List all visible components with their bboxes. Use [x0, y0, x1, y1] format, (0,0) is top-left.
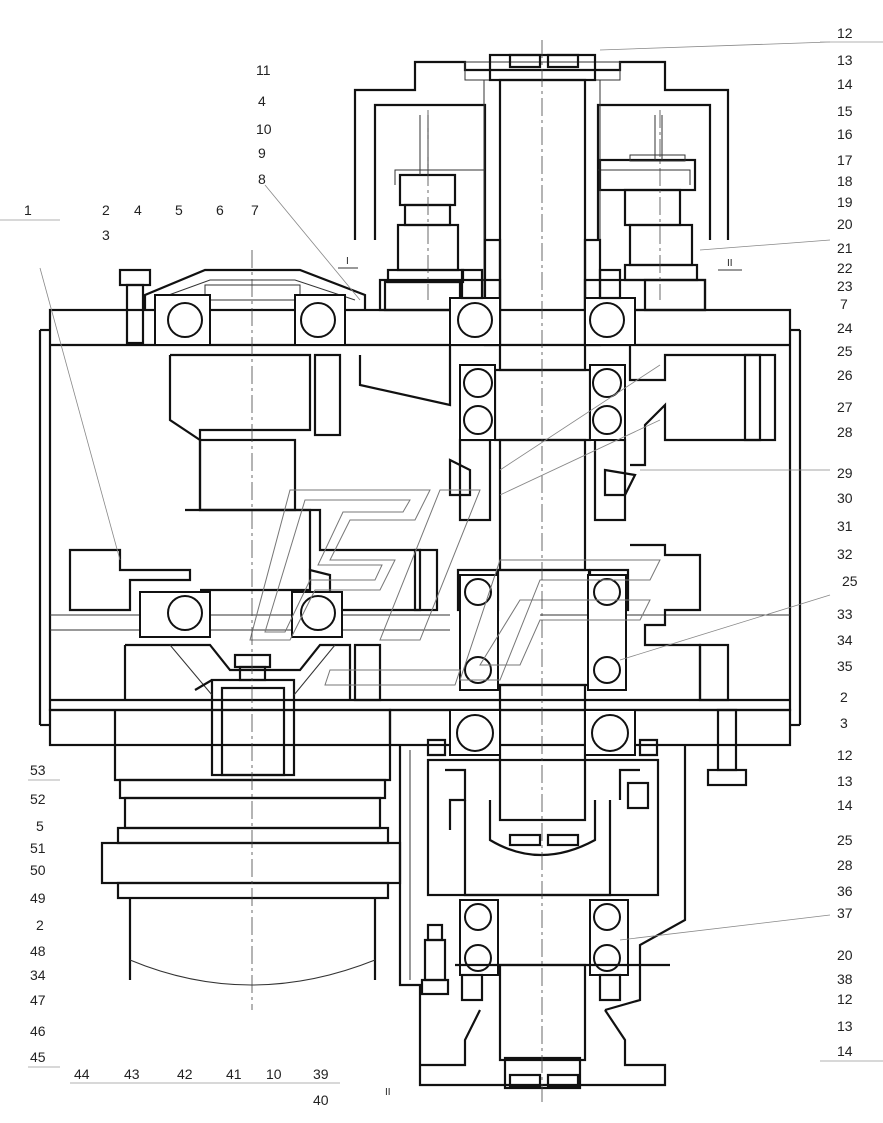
- callout-label: 39: [313, 1066, 329, 1082]
- callout-label: 20: [837, 216, 853, 232]
- callout-label: 36: [837, 883, 853, 899]
- callout-label: 25: [842, 573, 858, 589]
- housing-bolt-right: [706, 708, 748, 787]
- callout-label: 42: [177, 1066, 193, 1082]
- callout-label: 5: [175, 202, 183, 218]
- callout-label: 23: [837, 278, 853, 294]
- callout-label: 2: [36, 917, 44, 933]
- callout-label: 12: [837, 991, 853, 1007]
- callout-label: 14: [837, 797, 853, 813]
- gearbox-housing: [38, 308, 802, 747]
- callout-label: 9: [258, 145, 266, 161]
- coupling-hub: [169, 644, 336, 777]
- callout-label: 22: [837, 260, 853, 276]
- callout-label: 12: [837, 25, 853, 41]
- callout-label: 33: [837, 606, 853, 622]
- callout-label: 4: [134, 202, 142, 218]
- callout-label: 11: [256, 62, 271, 78]
- callout-label: 14: [837, 1043, 853, 1059]
- breather-plug: [420, 923, 450, 996]
- callouts-right: 12 13 14 15 16 17 18 19 20 21 22 23 7 24…: [837, 25, 858, 1059]
- callout-label: 47: [30, 992, 46, 1008]
- callout-label: 3: [840, 715, 848, 731]
- callouts-top: 11 4 10 9 8: [256, 62, 272, 187]
- callout-label: 10: [266, 1066, 282, 1082]
- left-gear-wheel: [68, 353, 439, 612]
- callout-label: 7: [251, 202, 259, 218]
- callout-label: 31: [837, 518, 853, 534]
- callout-label: 6: [216, 202, 224, 218]
- callout-label: 32: [837, 546, 853, 562]
- callout-label: 21: [837, 240, 853, 256]
- callout-label: 12: [837, 747, 853, 763]
- callout-label: 43: [124, 1066, 140, 1082]
- callout-label: 40: [313, 1092, 329, 1108]
- callout-label: 18: [837, 173, 853, 189]
- callout-label: 14: [837, 76, 853, 92]
- callout-label: 24: [837, 320, 853, 336]
- section-mark: I: [346, 256, 349, 267]
- callout-label: 1: [24, 202, 32, 218]
- center-lines: [251, 40, 661, 1105]
- callout-label: 49: [30, 890, 46, 906]
- seals: [426, 268, 659, 1002]
- callout-label: 2: [840, 689, 848, 705]
- callout-label: 17: [837, 152, 853, 168]
- upper-motor-housing: [353, 53, 730, 312]
- callout-label: 27: [837, 399, 853, 415]
- callout-label: 28: [837, 857, 853, 873]
- callout-label: 50: [30, 862, 46, 878]
- callout-label: 34: [837, 632, 853, 648]
- left-bearing-cover: [118, 268, 367, 345]
- callout-label: 16: [837, 126, 853, 142]
- callout-label: 41: [226, 1066, 242, 1082]
- section-mark: II: [385, 1087, 391, 1098]
- callout-label: 15: [837, 103, 853, 119]
- callout-label: 25: [837, 343, 853, 359]
- callout-label: 19: [837, 194, 853, 210]
- callouts-left-bottom: 53 52 5 51 50 49 2 48 34 47 46 45: [30, 762, 46, 1065]
- callout-label: 5: [36, 818, 44, 834]
- callout-label: 2: [102, 202, 110, 218]
- bearings: [139, 294, 636, 976]
- callout-label: 37: [837, 905, 853, 921]
- callout-label: 3: [102, 227, 110, 243]
- shaft-end-bolts: [508, 53, 580, 1089]
- right-gear-wheel: [358, 345, 777, 702]
- callout-label: 7: [840, 296, 848, 312]
- callout-label: 38: [837, 971, 853, 987]
- callout-label: 52: [30, 791, 46, 807]
- callout-label: 51: [30, 840, 46, 856]
- callout-label: 30: [837, 490, 853, 506]
- callout-label: 4: [258, 93, 266, 109]
- callout-label: 8: [258, 171, 266, 187]
- left-lower-wheel: [123, 643, 382, 702]
- callouts-left-top: 1 2 3 4 5 6 7: [24, 202, 259, 243]
- callout-label: 20: [837, 947, 853, 963]
- callout-label: 44: [74, 1066, 90, 1082]
- output-housing: [398, 745, 687, 1087]
- callout-label: 35: [837, 658, 853, 674]
- callout-label: 13: [837, 1018, 853, 1034]
- callout-underlines: [0, 41, 883, 1084]
- callout-label: 13: [837, 773, 853, 789]
- leader-lines: [39, 41, 831, 941]
- callout-label: 26: [837, 367, 853, 383]
- callout-label: 29: [837, 465, 853, 481]
- callout-label: 45: [30, 1049, 46, 1065]
- section-mark: II: [727, 258, 733, 269]
- callout-label: 34: [30, 967, 46, 983]
- callout-label: 28: [837, 424, 853, 440]
- callouts-bottom: 44 43 42 41 10 39 40: [74, 1066, 329, 1108]
- callout-label: 48: [30, 943, 46, 959]
- callout-label: 10: [256, 121, 272, 137]
- watermark-logo: [249, 489, 661, 686]
- callout-label: 53: [30, 762, 46, 778]
- callout-label: 46: [30, 1023, 46, 1039]
- callout-label: 25: [837, 832, 853, 848]
- section-marks: I II II: [338, 256, 742, 1098]
- motor-adapter: [100, 710, 402, 986]
- callout-label: 13: [837, 52, 853, 68]
